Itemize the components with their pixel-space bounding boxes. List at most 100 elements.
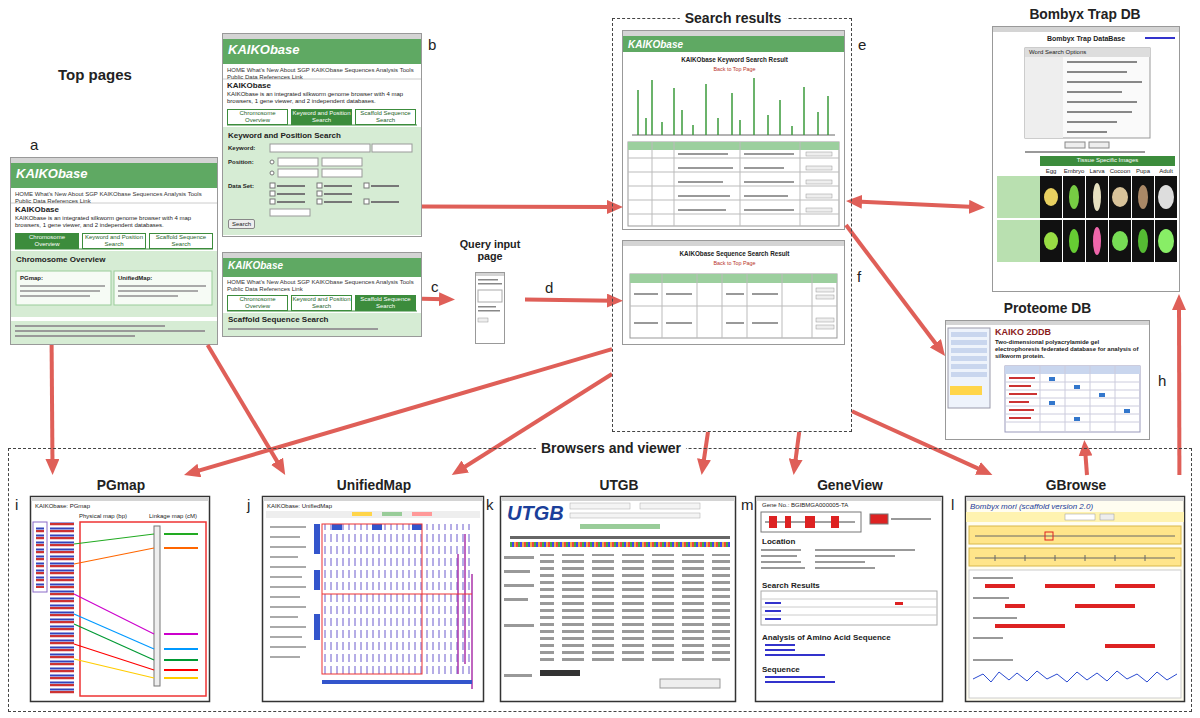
proteome-db-screenshot [1049,377,1130,421]
gbrowse-screenshot [1105,644,1155,648]
search-page-screenshot [277,185,305,187]
pgmap-screenshot [36,526,44,588]
pgmap-screenshot [164,677,198,679]
sequence-result-screenshot [782,274,783,338]
flow-arrow [422,297,445,302]
geneview-screenshot [765,676,825,678]
search-page-screenshot [324,185,352,187]
query-page-screenshot [476,273,505,344]
pgmap-screenshot [74,659,154,678]
node-text: Proteome DB [945,301,1150,317]
search-page-screenshot [371,201,399,203]
search-page-screenshot [270,160,274,164]
top-page-screenshot [11,163,217,188]
unifiedmap-screenshot [270,616,298,618]
top-page-screenshot [15,330,205,332]
proteome-db-screenshot [1090,366,1091,432]
utgb-screenshot [640,503,700,509]
query-page-screenshot [478,290,502,302]
node-text: KAIKObase: UnifiedMap [267,503,332,510]
gbrowse-screenshot [973,659,1013,661]
search-page-screenshot [277,201,305,203]
trap-db-screenshot [1112,187,1128,207]
unifiedmap-screenshot [322,594,472,595]
gbrowse-screenshot [1115,584,1155,588]
proteome-db-screenshot [1049,401,1055,405]
node-text: HOME What's New About SGP KAIKObase Sequ… [227,67,417,81]
sequence-result-screenshot [666,322,692,324]
search-page-screenshot [270,144,370,152]
geneview-screenshot [765,649,795,651]
node-text: HOME What's New About SGP KAIKObase Sequ… [227,279,417,293]
flow-arrow [1085,450,1087,475]
search-page-screenshot [270,209,310,216]
gbrowse-screenshot [966,497,1185,702]
trap-db-screenshot [1025,151,1145,153]
node-text: GBrowse [966,478,1186,494]
node-text: Cocoon [1109,168,1131,175]
query-page-screenshot [476,273,504,276]
keyword-result-screenshot [628,142,839,150]
utgb-screenshot [510,542,730,547]
utgb-screenshot [501,497,735,501]
keyword-result-screenshot [806,152,832,212]
utgb-screenshot [501,497,736,702]
unifiedmap-screenshot [270,626,306,628]
geneview-screenshot [891,518,931,520]
search-page-screenshot [223,34,422,237]
node-text: Scaffold Sequence Search [228,315,328,324]
gbrowse-screenshot [1005,604,1025,608]
sequence-result-screenshot [697,274,698,338]
geneview-screenshot [765,644,795,646]
callout-label: f [857,268,861,285]
top-page-screenshot [118,290,198,292]
browser-screenshot: UnifiedMapKAIKObase: UnifiedMap [263,475,485,703]
sequence-result-screenshot [752,322,778,324]
node-text: UnifiedMap [263,478,485,494]
utgb-screenshot [540,554,730,664]
node-text: Gene No.: BGIBMGA000005-TA [762,502,848,509]
node-text: Linkage map (cM) [149,513,197,520]
unifiedmap-screenshot [270,586,306,588]
browser-screenshot: UTGBUTGB [501,475,737,703]
top-page-screenshot [11,321,217,344]
node-text: Back to Top Page [623,260,846,266]
node-text: KAIKObase is an integrated silkworm geno… [227,91,417,105]
keyword-result-screenshot [678,181,723,183]
scaffold-page-screenshot [223,253,422,337]
proteome-db-screenshot [1074,417,1080,421]
query-page-screenshot [478,310,500,312]
trap-db-screenshot [1155,176,1177,218]
keyword-result-screenshot [678,153,794,211]
trap-db-screenshot [1044,232,1058,250]
unifiedmap-screenshot [270,526,306,658]
proteome-db-screenshot [951,332,987,377]
unifiedmap-screenshot [270,606,306,608]
gbrowse-screenshot [973,637,1003,639]
node-text: KAIKObase [228,260,283,272]
pgmap-screenshot [164,633,198,635]
gbrowse-screenshot [973,617,1017,619]
trap-db-screenshot [1145,37,1175,39]
proteome-db-screenshot [951,340,987,345]
keyword-result-screenshot [744,153,794,155]
callout-label: h [1158,372,1166,389]
top-page-screenshot [11,158,218,345]
page-screenshot: Query input page [455,238,525,348]
sequence-result-screenshot [634,322,658,324]
gbrowse-screenshot [1075,604,1135,608]
proteome-db-screenshot [1005,366,1140,432]
trap-db-screenshot [1040,220,1062,262]
pgmap-screenshot [33,522,47,592]
proteome-db-screenshot [946,321,1150,440]
node-text: Location [762,537,795,546]
database-screenshot: Bombyx Trap DBBombyx Trap DataBaseWord S… [985,6,1185,294]
pgmap-screenshot [31,497,210,702]
proteome-db-screenshot [1040,366,1041,432]
geneview-screenshot [765,654,825,656]
trap-db-screenshot [1093,227,1101,255]
callout-label: e [858,36,866,53]
geneview-screenshot [761,561,801,563]
unifiedmap-screenshot [322,524,472,674]
trap-db-screenshot [1025,48,1150,57]
